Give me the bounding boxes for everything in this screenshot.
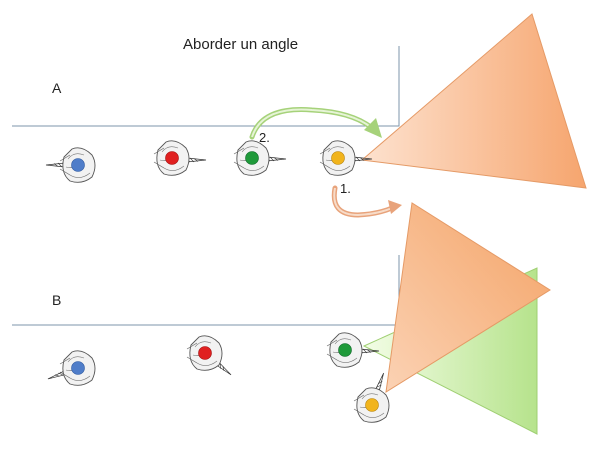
player-blue-b (46, 350, 96, 386)
player-marker-green (338, 343, 352, 357)
player-yellow-a (319, 140, 373, 176)
section-label-a: A (52, 80, 62, 96)
field-of-view-beam-orange-b (385, 202, 551, 393)
step-label-2: 2. (259, 130, 270, 145)
diagram-title: Aborder un angle (183, 36, 299, 53)
player-marker-red (198, 346, 212, 360)
player-red-a (153, 140, 207, 176)
player-green-a (233, 140, 287, 176)
field-of-view-beam-a (360, 13, 587, 189)
player-marker-blue (71, 158, 85, 172)
player-yellow-b (353, 371, 390, 423)
player-marker-blue (71, 361, 85, 375)
player-marker-green (245, 151, 259, 165)
player-marker-red (165, 151, 179, 165)
arrow-step-2 (249, 107, 382, 140)
player-blue-a (45, 147, 96, 183)
wall-b (12, 255, 400, 326)
player-marker-yellow (365, 398, 379, 412)
arrow-step-1 (331, 185, 402, 218)
section-label-b: B (52, 292, 62, 308)
player-marker-yellow (331, 151, 345, 165)
player-green-b (326, 332, 380, 368)
section-b-scene (12, 202, 551, 435)
wall-a (12, 46, 400, 127)
player-red-b (186, 335, 234, 378)
section-a-scene (12, 13, 587, 218)
step-label-1: 1. (340, 181, 351, 196)
